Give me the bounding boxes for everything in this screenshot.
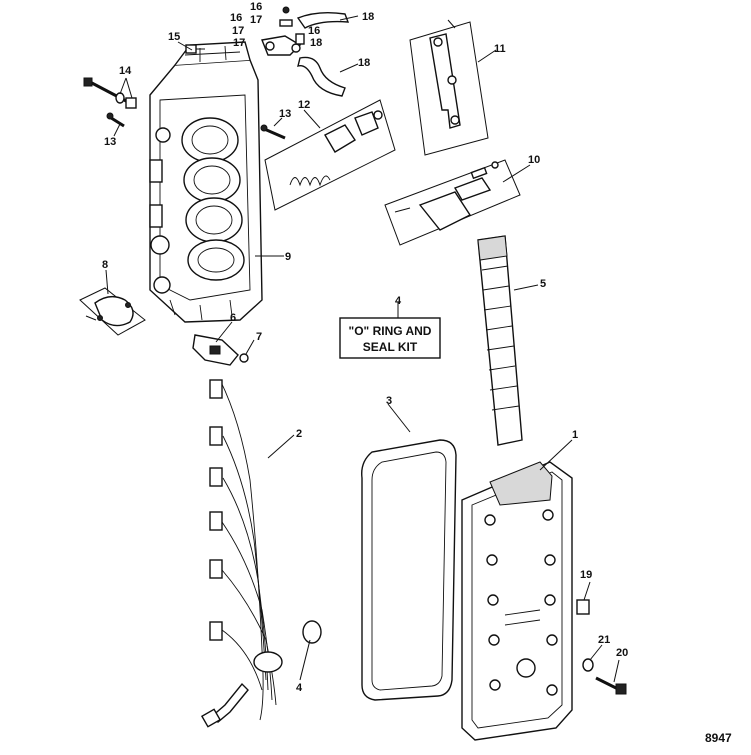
callout-10: 10 [528,154,540,166]
callout-13-right: 13 [279,108,291,120]
callout-12: 12 [298,99,310,111]
callout-18-lower: 18 [358,57,370,69]
kit-label-line1: "O" RING AND [349,324,432,338]
reed-strip [477,235,523,446]
leader-lines [105,15,620,683]
hose-assembly [261,6,350,97]
linkage-spring-kit [264,99,396,211]
figure-number: 8947 [705,731,732,745]
callout-16-right: 16 [308,25,320,37]
callout-9: 9 [285,251,291,263]
callout-13-left: 13 [104,136,116,148]
cover-assembly [461,461,573,741]
callout-11: 11 [494,43,506,55]
callout-19: 19 [580,569,592,581]
callout-6: 6 [230,312,236,324]
sensor [192,334,249,366]
callout-5: 5 [540,278,546,290]
bolt-and-washers [83,77,137,109]
wiring-harness [200,379,322,728]
fastener-set [576,599,627,695]
valve-body-kit [384,159,521,246]
callout-16-mid: 16 [230,12,242,24]
callout-4-kit: 4 [395,295,402,307]
callout-17-left: 17 [232,25,244,37]
callout-18-top: 18 [362,11,374,23]
manifold-casting [149,41,263,323]
callout-21: 21 [598,634,610,646]
callout-14: 14 [119,65,132,77]
callout-17-lower: 17 [233,37,245,49]
callout-17-top: 17 [250,14,262,26]
gasket [361,439,457,701]
kit-label-line2: SEAL KIT [363,340,418,354]
callout-20: 20 [616,647,628,659]
callout-4-harness: 4 [296,682,303,694]
screw-set [106,112,286,140]
lever-assembly [409,19,489,156]
cover-plate [79,287,146,336]
callout-1: 1 [572,429,578,441]
callout-8: 8 [102,259,108,271]
callout-7: 7 [256,331,262,343]
callout-16-top: 16 [250,1,262,13]
callout-15: 15 [168,31,180,43]
callout-3: 3 [386,395,392,407]
callout-2: 2 [296,428,302,440]
callout-18-mid: 18 [310,37,322,49]
